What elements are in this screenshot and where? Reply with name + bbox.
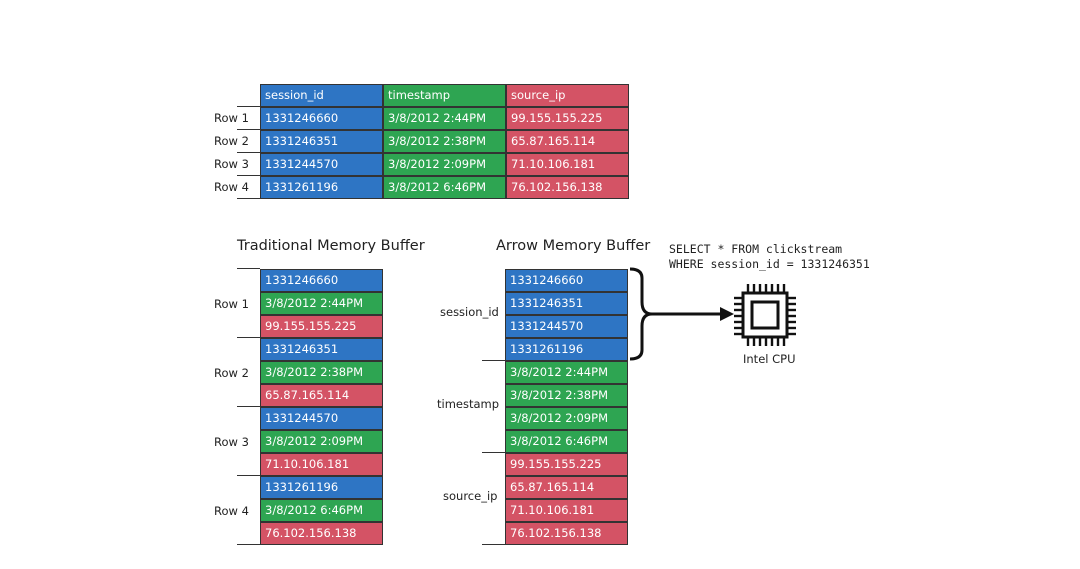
table-row-label: Row 2 [214, 134, 249, 148]
header-timestamp: timestamp [383, 84, 506, 107]
column-group-divider [482, 544, 505, 545]
table-row-label: Row 1 [214, 111, 249, 125]
arrow-cell-session-id: 1331261196 [505, 338, 628, 361]
arrow-cell-source-ip: 71.10.106.181 [505, 499, 628, 522]
header-session-id: session_id [260, 84, 383, 107]
buffer-cell-source-ip: 71.10.106.181 [260, 453, 383, 476]
arrow-cell-source-ip: 76.102.156.138 [505, 522, 628, 545]
row-group-divider [237, 337, 260, 338]
table-row-label: Row 4 [214, 180, 249, 194]
sql-query-line-1: SELECT * FROM clickstream [669, 242, 843, 256]
header-source-ip: source_ip [506, 84, 629, 107]
table-row-label: Row 3 [214, 157, 249, 171]
row-group-divider [237, 268, 260, 269]
buffer-cell-source-ip: 65.87.165.114 [260, 384, 383, 407]
arrow-cell-session-id: 1331244570 [505, 315, 628, 338]
column-group-divider [482, 452, 505, 453]
table-cell-timestamp: 3/8/2012 6:46PM [383, 176, 506, 199]
table-cell-timestamp: 3/8/2012 2:09PM [383, 153, 506, 176]
row-label: Row 4 [214, 504, 249, 518]
arrow-buffer-title: Arrow Memory Buffer [496, 238, 651, 254]
row-group-divider [237, 406, 260, 407]
arrow-cell-source-ip: 65.87.165.114 [505, 476, 628, 499]
row-label: Row 2 [214, 366, 249, 380]
table-cell-session-id: 1331246660 [260, 107, 383, 130]
sql-query-line-2: WHERE session_id = 1331246351 [669, 257, 870, 271]
column-group-label: source_ip [443, 489, 498, 503]
arrow-cell-timestamp: 3/8/2012 2:09PM [505, 407, 628, 430]
buffer-cell-source-ip: 99.155.155.225 [260, 315, 383, 338]
cpu-label: Intel CPU [743, 352, 796, 366]
table-cell-session-id: 1331246351 [260, 130, 383, 153]
arrow-cell-session-id: 1331246660 [505, 269, 628, 292]
row-divider [237, 152, 260, 153]
column-group-divider [482, 360, 505, 361]
buffer-cell-timestamp: 3/8/2012 2:44PM [260, 292, 383, 315]
table-cell-source-ip: 99.155.155.225 [506, 107, 629, 130]
arrow-cell-session-id: 1331246351 [505, 292, 628, 315]
column-group-label: session_id [440, 305, 499, 319]
column-group-label: timestamp [437, 397, 500, 411]
buffer-cell-timestamp: 3/8/2012 2:38PM [260, 361, 383, 384]
buffer-cell-session-id: 1331244570 [260, 407, 383, 430]
arrow-cell-timestamp: 3/8/2012 6:46PM [505, 430, 628, 453]
table-cell-source-ip: 76.102.156.138 [506, 176, 629, 199]
table-cell-timestamp: 3/8/2012 2:44PM [383, 107, 506, 130]
row-group-divider [237, 544, 260, 545]
table-cell-session-id: 1331261196 [260, 176, 383, 199]
row-divider [237, 175, 260, 176]
buffer-cell-session-id: 1331246351 [260, 338, 383, 361]
row-divider [237, 129, 260, 130]
buffer-cell-source-ip: 76.102.156.138 [260, 522, 383, 545]
row-divider [237, 106, 260, 107]
arrow-cell-timestamp: 3/8/2012 2:44PM [505, 361, 628, 384]
arrow-cell-source-ip: 99.155.155.225 [505, 453, 628, 476]
buffer-cell-timestamp: 3/8/2012 2:09PM [260, 430, 383, 453]
table-cell-source-ip: 71.10.106.181 [506, 153, 629, 176]
buffer-cell-session-id: 1331261196 [260, 476, 383, 499]
table-cell-timestamp: 3/8/2012 2:38PM [383, 130, 506, 153]
cpu-chip-icon [734, 284, 796, 346]
buffer-cell-timestamp: 3/8/2012 6:46PM [260, 499, 383, 522]
row-label: Row 3 [214, 435, 249, 449]
buffer-cell-session-id: 1331246660 [260, 269, 383, 292]
table-cell-source-ip: 65.87.165.114 [506, 130, 629, 153]
row-group-divider [237, 475, 260, 476]
row-label: Row 1 [214, 297, 249, 311]
arrow-cell-timestamp: 3/8/2012 2:38PM [505, 384, 628, 407]
table-cell-session-id: 1331244570 [260, 153, 383, 176]
brace-arrow-icon [629, 267, 734, 361]
row-divider [237, 198, 260, 199]
traditional-buffer-title: Traditional Memory Buffer [237, 238, 425, 254]
